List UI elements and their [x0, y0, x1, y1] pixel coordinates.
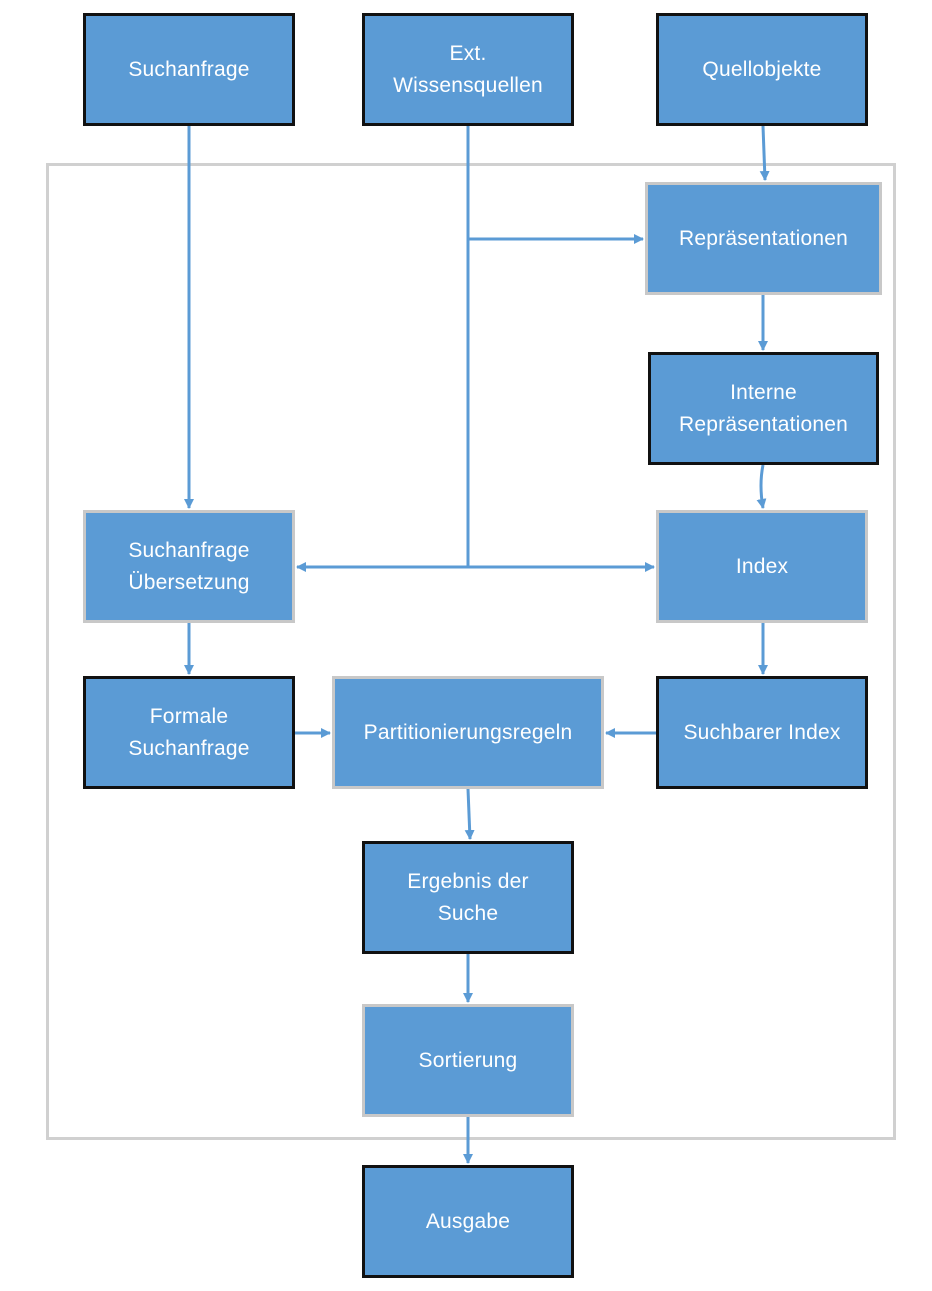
arrow-quellobjekte-to-repraesentationen — [759, 125, 770, 181]
node-index: Index — [656, 510, 868, 623]
node-sortierung-label: Sortierung — [418, 1048, 518, 1072]
node-formale-suchanfrage: Formale Suchanfrage — [83, 676, 295, 789]
node-ergebnis-der-suche-label: Ergebnis der Suche — [407, 869, 529, 925]
node-ausgabe-label: Ausgabe — [425, 1209, 511, 1233]
node-interne-repraesentationen-label: Interne Repräsentationen — [679, 380, 848, 436]
node-ext-wissensquellen-label: Ext. Wissensquellen — [393, 41, 543, 97]
node-suchanfrage-label: Suchanfrage — [128, 57, 250, 81]
node-partitionierungsregeln: Partitionierungsregeln — [332, 676, 604, 789]
node-repraesentationen: Repräsentationen — [645, 182, 882, 295]
node-suchanfrage-uebersetzung: Suchanfrage Übersetzung — [83, 510, 295, 623]
node-sortierung: Sortierung — [362, 1004, 574, 1117]
node-quellobjekte-label: Quellobjekte — [702, 57, 822, 81]
node-suchanfrage-uebersetzung-label: Suchanfrage Übersetzung — [128, 538, 250, 594]
node-partitionierungsregeln-label: Partitionierungsregeln — [363, 720, 573, 744]
node-index-label: Index — [735, 554, 789, 578]
node-ergebnis-der-suche: Ergebnis der Suche — [362, 841, 574, 954]
node-suchbarer-index-label: Suchbarer Index — [683, 720, 841, 744]
node-formale-suchanfrage-label: Formale Suchanfrage — [128, 704, 250, 760]
node-suchanfrage: Suchanfrage — [83, 13, 295, 126]
node-suchbarer-index: Suchbarer Index — [656, 676, 868, 789]
node-ext-wissensquellen: Ext. Wissensquellen — [362, 13, 574, 126]
node-quellobjekte: Quellobjekte — [656, 13, 868, 126]
node-interne-repraesentationen: Interne Repräsentationen — [648, 352, 879, 465]
system-boundary-frame — [46, 163, 896, 1140]
node-ausgabe: Ausgabe — [362, 1165, 574, 1278]
arrow-interne-to-index — [756, 464, 767, 509]
node-repraesentationen-label: Repräsentationen — [679, 226, 848, 250]
arrow-partitionierung-to-ergebnis — [464, 788, 475, 840]
